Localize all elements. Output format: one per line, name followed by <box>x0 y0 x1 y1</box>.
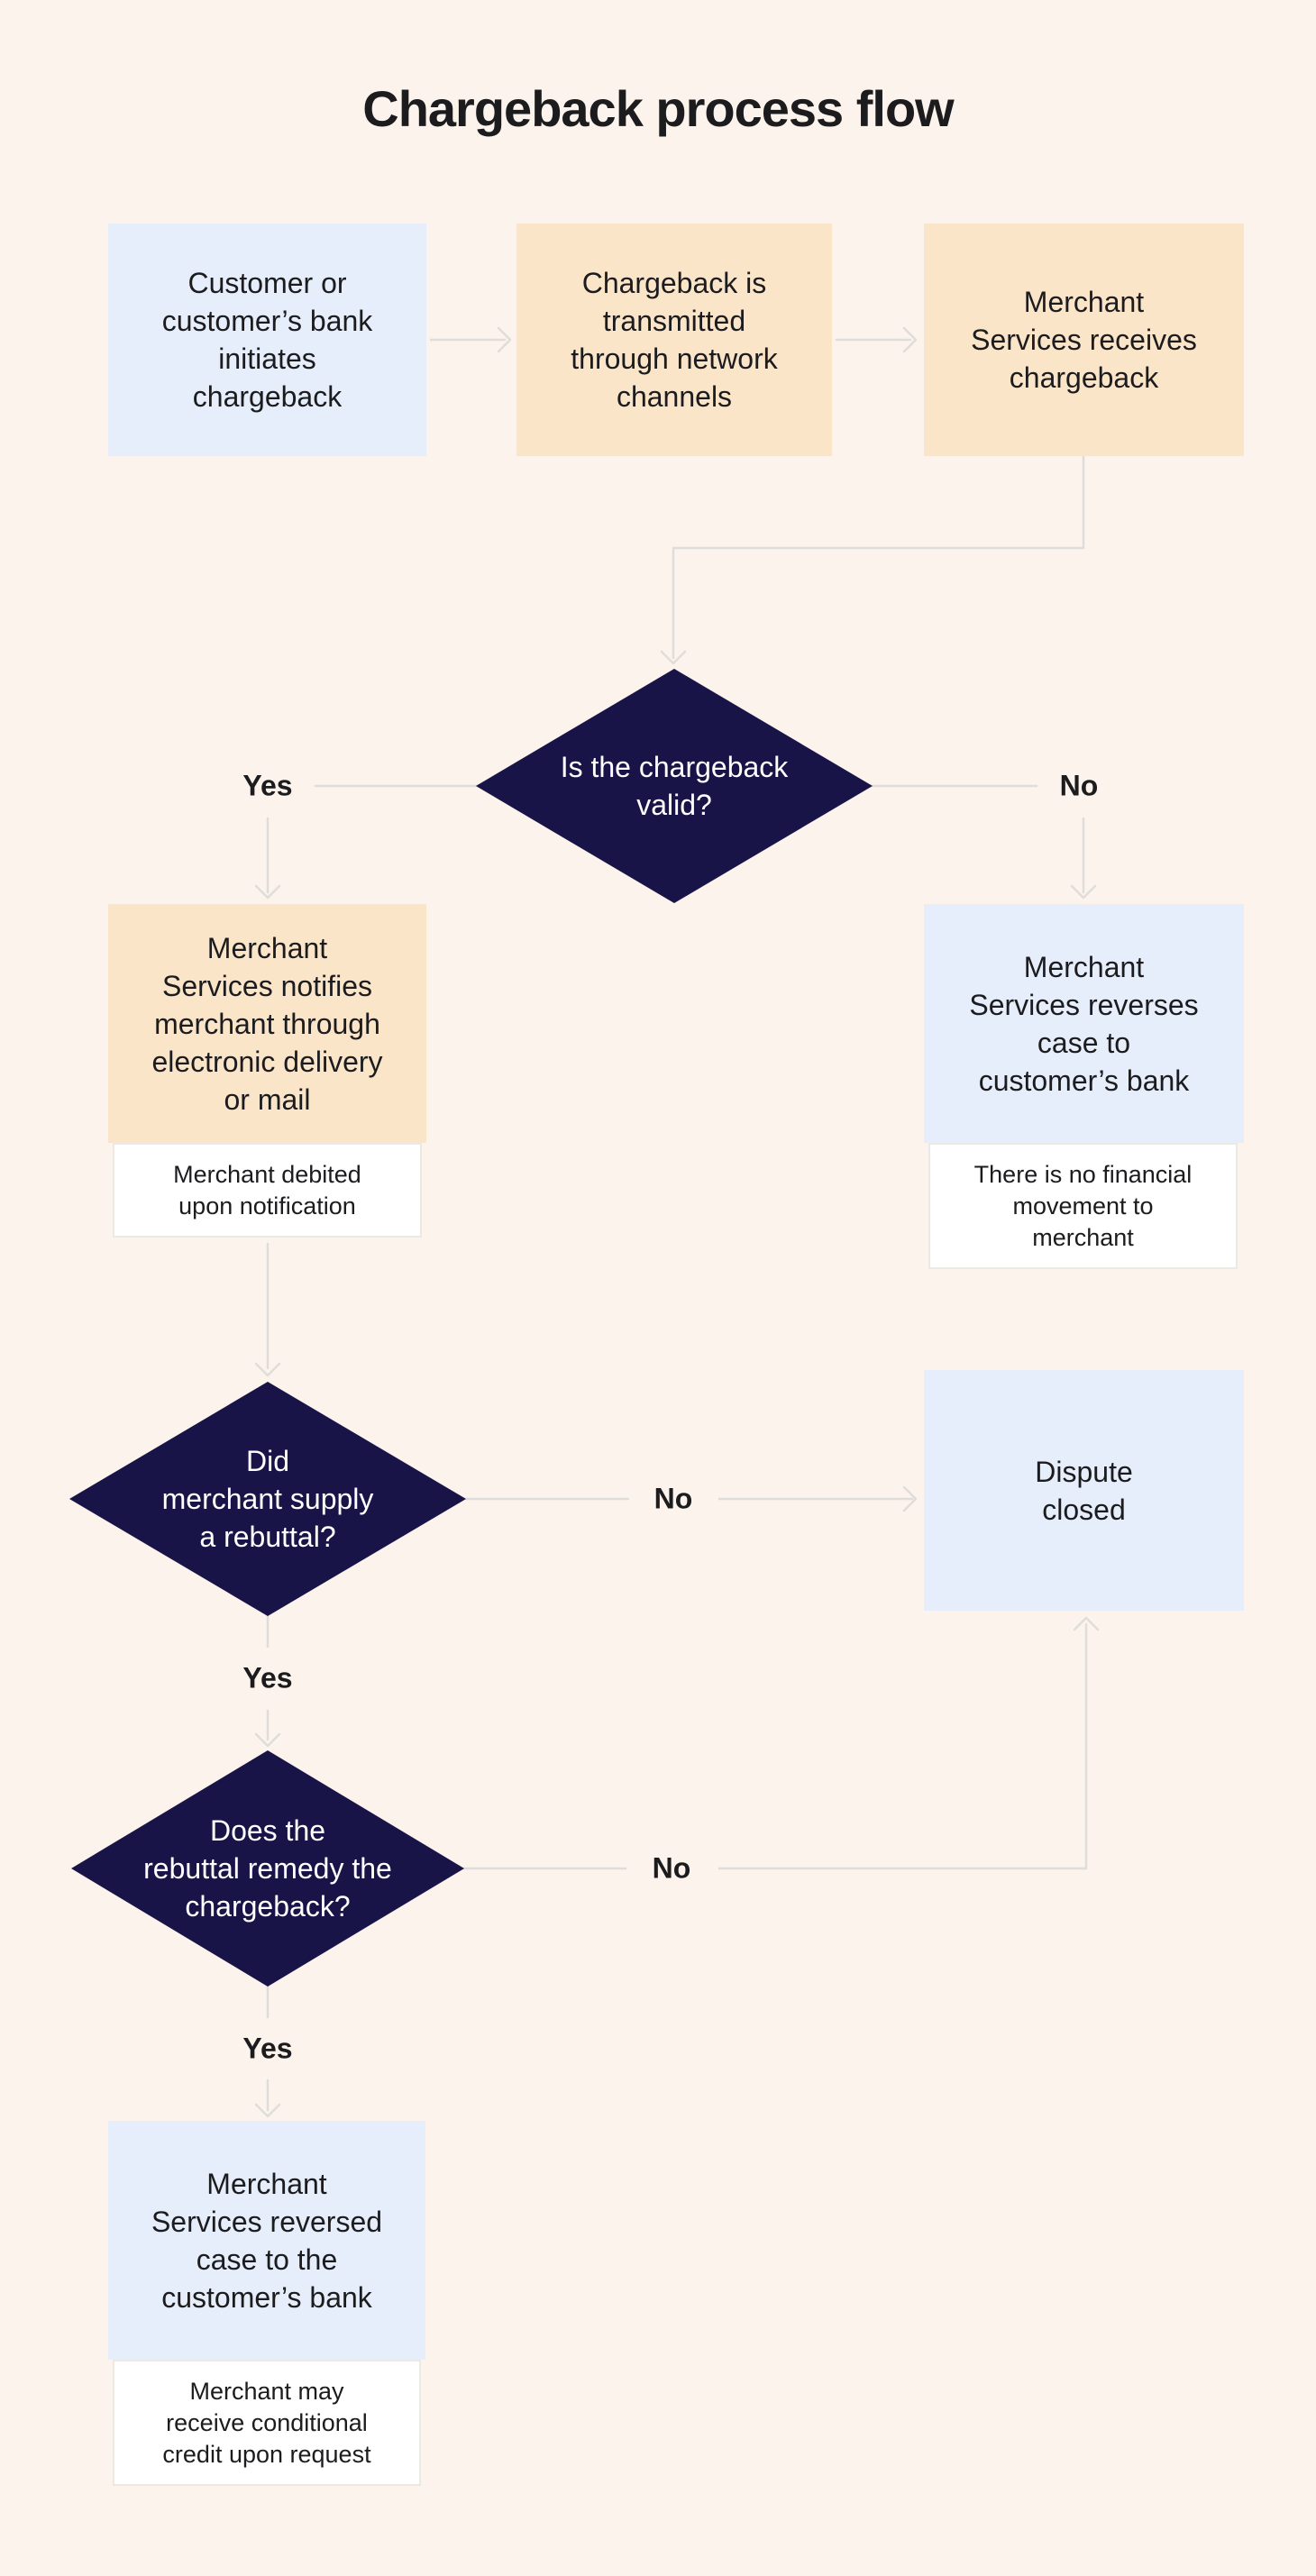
edge-label-remedy-yes: Yes <box>242 2032 293 2065</box>
node-reversed-case: Merchant Services reversed case to the c… <box>108 2121 425 2360</box>
edge-label-valid-no: No <box>1059 769 1099 802</box>
node-notify-merchant: Merchant Services notifies merchant thro… <box>108 904 426 1143</box>
node-receive-chargeback: Merchant Services receives chargeback <box>924 224 1244 456</box>
arrowhead-yes-to-remedy <box>254 1732 281 1748</box>
node-dispute-closed: Dispute closed <box>924 1370 1244 1611</box>
arrowhead-initiate-to-transmit <box>497 326 512 353</box>
arrowhead-yes-to-reversed <box>254 2103 281 2118</box>
arrowhead-no-to-dispute-closed-up <box>1073 1616 1100 1631</box>
connector-receive-to-valid <box>672 454 1085 660</box>
note-merchant-debited: Merchant debited upon notification <box>113 1143 422 1238</box>
note-conditional-credit: Merchant may receive conditional credit … <box>113 2360 421 2486</box>
edge-label-remedy-no: No <box>652 1851 691 1885</box>
note-no-financial-movement: There is no financial movement to mercha… <box>928 1143 1238 1269</box>
arrowhead-notify-to-rebuttal <box>254 1362 281 1377</box>
edge-label-valid-yes: Yes <box>242 769 293 802</box>
edge-label-rebuttal-no: No <box>653 1482 693 1515</box>
arrowhead-no-to-dispute-closed <box>902 1485 918 1512</box>
arrowhead-yes-to-notify <box>254 884 281 900</box>
connector-no-to-dispute-closed-up <box>717 1622 1088 1870</box>
node-transmit-network: Chargeback is transmitted through networ… <box>516 224 832 456</box>
arrowhead-transmit-to-receive <box>902 326 918 353</box>
edge-label-rebuttal-yes: Yes <box>242 1661 293 1694</box>
arrowhead-receive-to-valid <box>660 650 687 665</box>
node-initiate-chargeback: Customer or customer’s bank initiates ch… <box>108 224 426 456</box>
page-title: Chargeback process flow <box>362 80 954 137</box>
node-reverse-case: Merchant Services reverses case to custo… <box>924 904 1244 1143</box>
arrowhead-no-to-reverse <box>1070 884 1097 900</box>
